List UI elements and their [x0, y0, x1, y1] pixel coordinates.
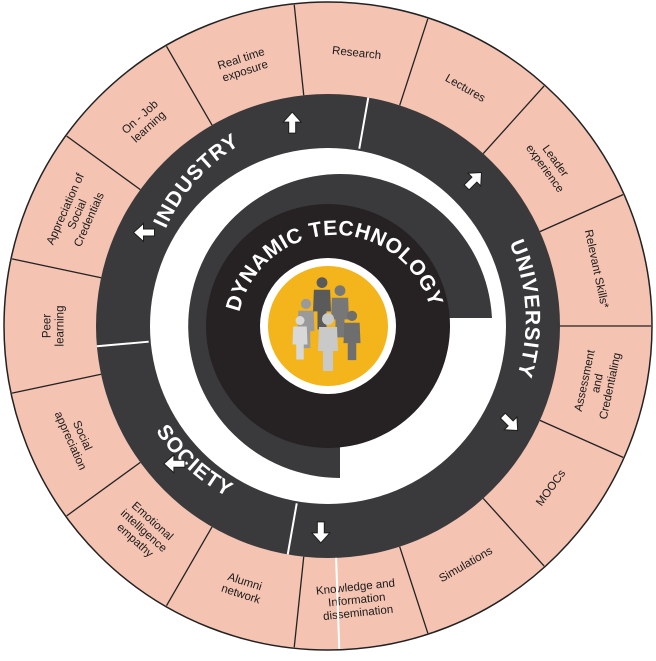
arrow-icon [282, 111, 303, 134]
outer-divider [165, 45, 213, 126]
arrow-icon [463, 171, 483, 191]
person-icon [343, 310, 361, 361]
divider-university-society [286, 503, 298, 555]
outer-divider [399, 546, 429, 634]
outer-divider [165, 526, 213, 607]
outer-segment-label: Research [331, 45, 381, 62]
person-icon [292, 316, 308, 360]
outer-divider [399, 18, 429, 106]
outer-segment-label: Peerlearning [42, 306, 67, 347]
arrow-icon [163, 453, 186, 474]
people-group-icon [292, 277, 361, 371]
outer-divider [66, 135, 141, 191]
divider-society-industry [96, 340, 149, 348]
outer-divider [11, 373, 102, 394]
outer-divider [482, 85, 545, 155]
outer-divider [539, 194, 624, 233]
arrow-icon [310, 521, 331, 544]
outer-divider [482, 497, 545, 567]
outer-ring-dividers [11, 4, 651, 648]
outer-divider [11, 258, 102, 279]
divider-industry-university [358, 97, 370, 149]
outer-divider [539, 419, 624, 458]
sector-dividers [96, 97, 370, 649]
bottom-divider [335, 557, 341, 649]
outer-divider [66, 461, 141, 517]
arrow-icon [499, 412, 519, 432]
outer-divider [293, 556, 305, 648]
person-icon [318, 313, 338, 371]
flow-arrows [132, 111, 519, 544]
outer-divider [293, 4, 305, 96]
arrow-icon [132, 222, 155, 243]
